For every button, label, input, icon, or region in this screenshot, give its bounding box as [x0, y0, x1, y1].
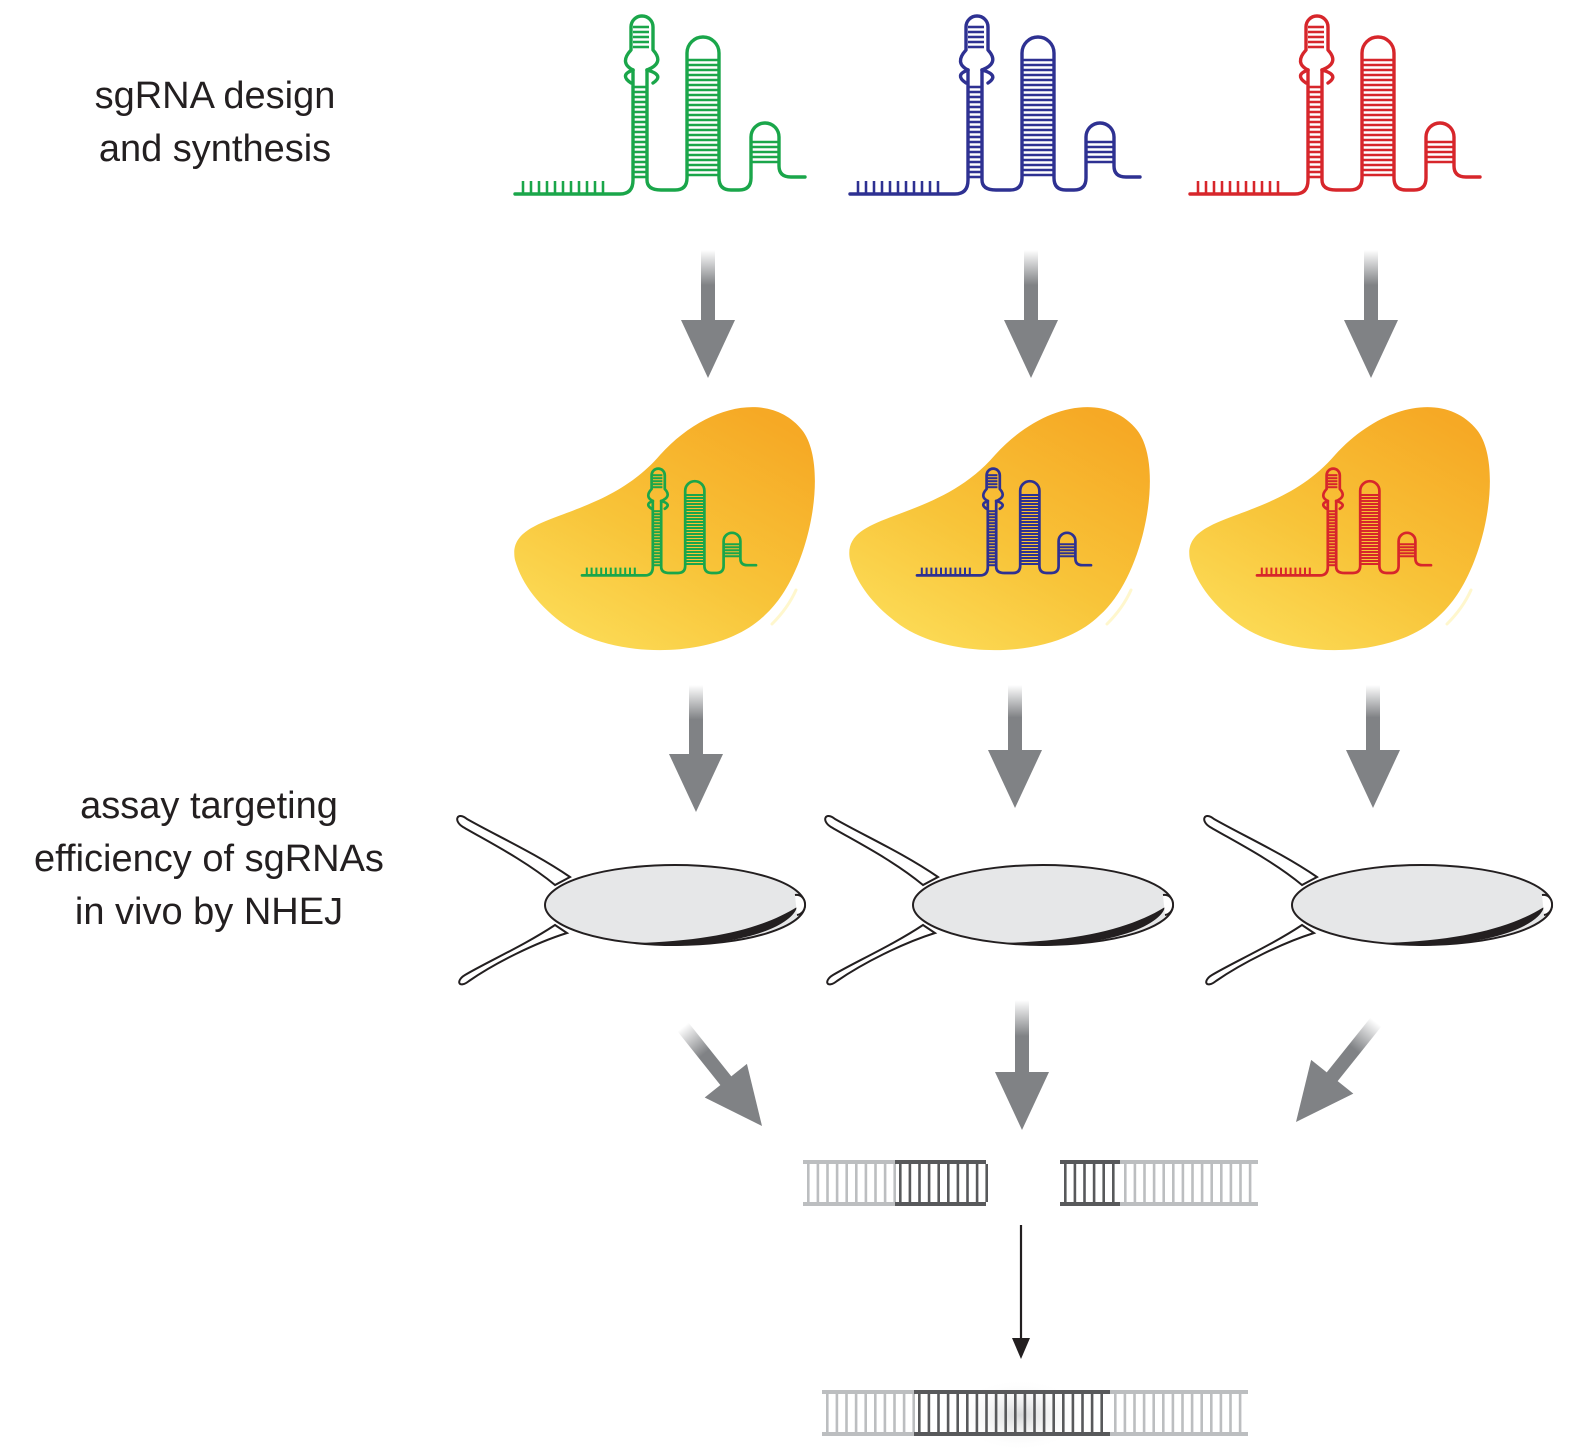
fish-icon: [1203, 815, 1553, 986]
label-line: assay targeting: [80, 785, 338, 827]
sgrna-hairpin-icon-red: [1188, 14, 1482, 196]
sgrna-hairpin-icon-green: [513, 14, 807, 196]
label-assay: assay targeting efficiency of sgRNAs in …: [0, 780, 418, 939]
fish-icon: [824, 815, 1174, 986]
dna-duplex-icon-left: [803, 1160, 988, 1206]
arrow-icon: [988, 685, 1042, 808]
arrow-icon: [1004, 250, 1058, 378]
embryo-cell-icon-red: [1189, 407, 1490, 651]
fish-icon: [456, 815, 806, 986]
embryo-cell-icon-blue: [849, 407, 1150, 651]
sgrna-hairpin-icon-blue: [848, 14, 1142, 196]
arrow-icon: [995, 1000, 1049, 1130]
dna-duplex-icon-joined: [822, 1390, 1248, 1436]
dna-duplex-icon-right: [1060, 1160, 1258, 1206]
arrow-icon: [677, 1022, 762, 1126]
label-line: sgRNA design: [94, 75, 336, 117]
label-sgrna-design: sgRNA design and synthesis: [30, 70, 400, 176]
arrow-icon: [1012, 1225, 1030, 1359]
label-line: and synthesis: [98, 128, 332, 170]
arrow-icon: [1344, 250, 1398, 378]
arrow-icon: [669, 685, 723, 812]
embryo-cell-icon-green: [514, 407, 815, 651]
label-line: efficiency of sgRNAs: [34, 838, 384, 880]
arrow-icon: [1296, 1017, 1382, 1122]
label-line: in vivo by NHEJ: [74, 891, 344, 933]
arrow-icon: [1346, 685, 1400, 808]
arrow-icon: [681, 250, 735, 378]
